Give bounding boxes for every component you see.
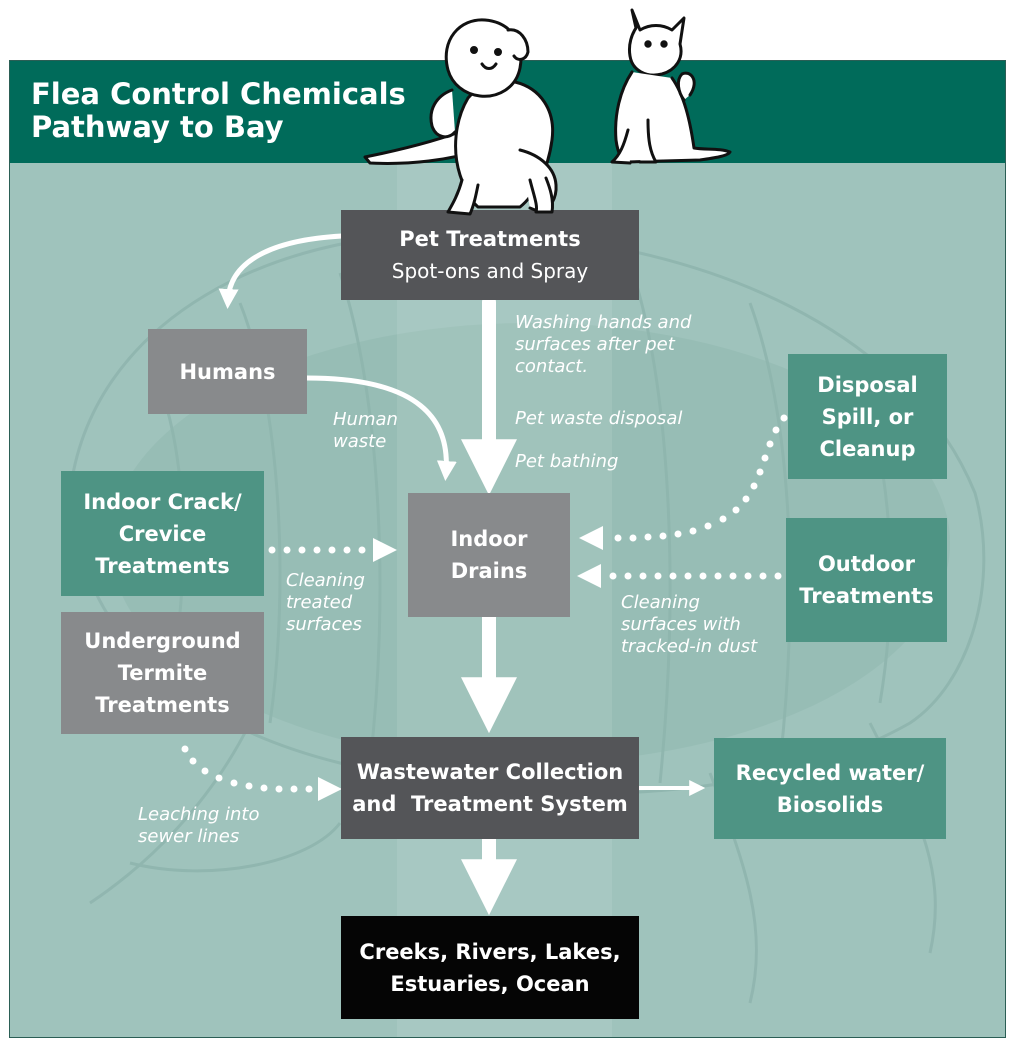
washing-line-1: Washing hands and [515, 312, 692, 333]
cat-scratching-icon [610, 8, 732, 165]
label-human-waste: Human waste [333, 409, 398, 453]
node-outdoor-treatments: Outdoor Treatments [786, 518, 947, 642]
wastewater-line-2: and Treatment System [352, 792, 628, 816]
dotted-arrow-disposal-to-drains [579, 414, 788, 550]
cleaning-tracked-line-2: surfaces with [621, 614, 741, 635]
outdoor-line-2: Treatments [799, 584, 934, 608]
node-humans: Humans [148, 329, 307, 414]
node-indoor-crack-crevice: Indoor Crack/ Crevice Treatments [61, 471, 264, 596]
arrow-humans-to-drains [304, 375, 457, 481]
termite-line-3: Treatments [95, 693, 230, 717]
indoor-drains-line-1: Indoor [450, 527, 528, 551]
cleaning-treated-line-3: surfaces [286, 614, 362, 635]
dotted-arrow-termite-to-wastewater [181, 745, 342, 801]
label-washing-hands: Washing hands and surfaces after pet con… [515, 312, 691, 378]
diagram-title: Flea Control Chemicals Pathway to Bay [31, 78, 406, 144]
creeks-line-1: Creeks, Rivers, Lakes, [359, 939, 621, 964]
cleaning-treated-line-1: Cleaning [286, 570, 365, 591]
washing-line-2: surfaces after pet [515, 334, 675, 355]
indoor-drains-line-2: Drains [450, 559, 528, 583]
indoor-crack-line-3: Treatments [95, 553, 230, 578]
disposal-line-2: Spill, or [821, 404, 914, 429]
node-disposal: Disposal Spill, or Cleanup [788, 354, 947, 479]
label-cleaning-tracked-dust: Cleaning surfaces with tracked-in dust [621, 592, 757, 658]
cleaning-treated-line-2: treated [286, 592, 353, 613]
node-creeks-rivers: Creeks, Rivers, Lakes, Estuaries, Ocean [341, 916, 639, 1019]
label-pet-bathing: Pet bathing [515, 451, 619, 472]
indoor-crack-line-1: Indoor Crack/ [83, 489, 242, 514]
title-line-2: Pathway to Bay [31, 110, 284, 144]
pet-treatments-subtitle: Spot-ons and Spray [391, 259, 589, 283]
cleaning-tracked-line-3: tracked-in dust [621, 636, 758, 657]
disposal-line-1: Disposal [817, 372, 918, 397]
node-indoor-drains: Indoor Drains [408, 493, 570, 617]
arrow-pet-to-humans [218, 233, 345, 309]
dotted-arrow-outdoor-to-drains [577, 564, 782, 588]
termite-line-2: Termite [117, 661, 208, 685]
node-wastewater-system: Wastewater Collection and Treatment Syst… [341, 737, 639, 839]
dotted-arrow-crack-to-drains [268, 538, 397, 562]
leaching-line-1: Leaching into [138, 804, 260, 825]
cleaning-tracked-line-1: Cleaning [621, 592, 700, 613]
label-cleaning-treated-surfaces: Cleaning treated surfaces [286, 570, 365, 636]
pet-treatments-title: Pet Treatments [399, 227, 581, 251]
node-pet-treatments: Pet Treatments Spot-ons and Spray [341, 210, 639, 300]
human-waste-line-2: waste [333, 431, 387, 452]
disposal-line-3: Cleanup [819, 436, 916, 461]
indoor-crack-line-2: Crevice [118, 521, 207, 546]
label-leaching-sewer: Leaching into sewer lines [138, 804, 259, 848]
label-pet-waste-disposal: Pet waste disposal [515, 408, 683, 429]
human-waste-line-1: Human [333, 409, 398, 430]
leaching-line-2: sewer lines [138, 826, 240, 847]
pets-illustration [363, 8, 732, 216]
termite-line-1: Underground [84, 629, 241, 653]
recycled-line-2: Biosolids [776, 792, 884, 817]
title-line-1: Flea Control Chemicals [31, 77, 406, 111]
outdoor-line-1: Outdoor [817, 552, 916, 576]
node-underground-termite: Underground Termite Treatments [61, 612, 264, 734]
recycled-line-1: Recycled water/ [735, 760, 925, 785]
node-recycled-water: Recycled water/ Biosolids [714, 738, 946, 839]
creeks-line-2: Estuaries, Ocean [390, 971, 590, 996]
wastewater-line-1: Wastewater Collection [356, 760, 624, 784]
dog-scratching-icon [363, 18, 558, 216]
humans-label: Humans [179, 359, 276, 384]
washing-line-3: contact. [515, 356, 589, 377]
